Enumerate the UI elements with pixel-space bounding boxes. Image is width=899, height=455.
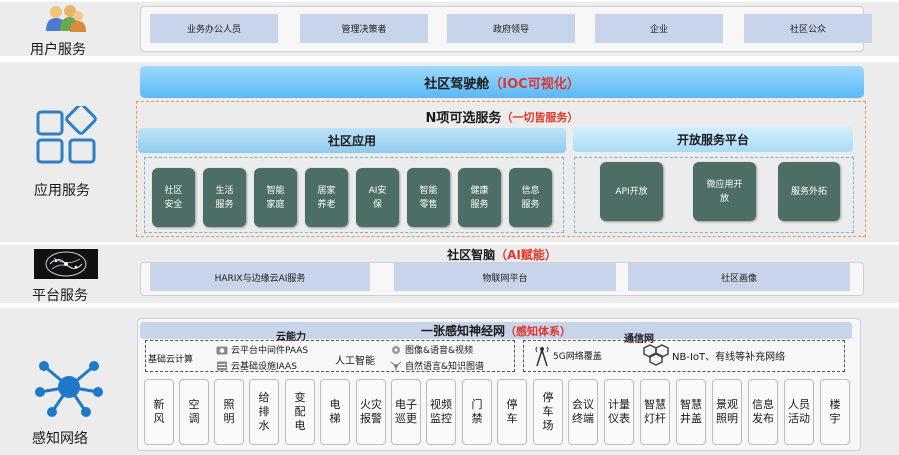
device-tile: 空调	[179, 379, 209, 445]
hexagon-network-icon	[643, 344, 669, 366]
community-app-tile: 健康服务	[458, 168, 501, 227]
device-tile: 景观照明	[712, 379, 742, 445]
brain-highlight: （AI赋能）	[495, 248, 557, 262]
brain-title: 社区智脑	[447, 248, 496, 262]
open-platform-frame	[574, 157, 854, 233]
open-service-tile: API开放	[600, 162, 663, 221]
comm-network-frame	[523, 340, 845, 372]
brain-service-1: HARIX与边缘云AI服务	[150, 263, 370, 291]
device-tile: 照明	[214, 379, 244, 445]
community-app-tile: 信息服务	[509, 168, 552, 227]
brain-heading: 社区智脑（AI赋能）	[140, 247, 864, 262]
paas-row: 云平台中间件PAAS	[216, 343, 308, 356]
nbiot-row: NB-IoT、有线等补充网络	[643, 344, 785, 366]
ioc-highlight: （IOC可视化）	[489, 76, 580, 92]
knowledge-graph-icon	[390, 361, 402, 371]
paas-label: 云平台中间件PAAS	[231, 346, 309, 356]
brain-service-3: 社区画像	[628, 263, 850, 291]
vision-row: 图像&语音&视频	[390, 343, 473, 356]
device-tile: 智慧井盖	[676, 379, 706, 445]
device-tile: 电梯	[320, 379, 350, 445]
n-services-highlight: （一切皆服务）	[501, 110, 579, 124]
cloud-ability-label: 云能力	[276, 332, 306, 343]
nbiot-label: NB-IoT、有线等补充网络	[672, 351, 786, 363]
open-platform-header: 开放服务平台	[573, 127, 853, 152]
iaas-label: 云基础设施IAAS	[231, 362, 297, 372]
device-tile: 楼宇	[820, 379, 850, 445]
community-app-tile: 社区安全	[152, 168, 195, 227]
fiveg-label: 5G网络覆盖	[553, 351, 602, 362]
user-role-3: 政府领导	[447, 14, 575, 43]
community-app-tile: 智能家庭	[254, 168, 297, 227]
device-tile: 停车场	[533, 379, 563, 445]
users-icon	[40, 4, 88, 32]
cloud-ability-frame	[145, 340, 515, 372]
device-tile: 电子巡更	[391, 379, 421, 445]
community-apps-header: 社区应用	[138, 128, 566, 153]
nerve-highlight: （感知体系）	[505, 324, 571, 338]
user-role-4: 企业	[595, 14, 723, 43]
n-services-title: N项可选服务	[425, 111, 502, 126]
comm-network-label: 通信网	[624, 334, 654, 345]
community-app-tile: AI安保	[356, 168, 399, 227]
device-tile: 计量仪表	[604, 379, 634, 445]
ioc-cockpit-bar: 社区驾驶舱（IOC可视化）	[140, 66, 864, 98]
network-nodes-icon	[32, 356, 106, 418]
device-tile: 人员活动	[784, 379, 814, 445]
open-service-tile: 微应用开放	[693, 162, 756, 221]
ai-label: 人工智能	[335, 356, 375, 367]
nerve-header-bar	[140, 322, 852, 339]
vision-label: 图像&语音&视频	[405, 346, 474, 356]
nerve-heading: 一张感知神经网（感知体系）	[140, 322, 852, 339]
image-audio-icon	[392, 345, 400, 354]
device-tile: 停车	[497, 379, 527, 445]
ai-brain-image	[34, 249, 98, 279]
device-tile: 火灾报警	[356, 379, 386, 445]
device-tile: 给排水	[249, 379, 279, 445]
nlp-label: 自然语言&知识图谱	[405, 362, 485, 372]
iaas-row: 云基础设施IAAS	[216, 359, 297, 372]
sensing-layer-label: 感知网络	[32, 431, 88, 447]
device-tile: 门禁	[462, 379, 492, 445]
platform-layer-label: 平台服务	[32, 288, 88, 304]
user-layer-label: 用户服务	[30, 42, 86, 58]
open-service-tile: 服务外拓	[778, 162, 840, 221]
user-role-2: 管理决策者	[300, 14, 428, 43]
device-tile: 信息发布	[748, 379, 778, 445]
fiveg-row: 5G网络覆盖	[534, 344, 602, 366]
n-services-heading: N项可选服务（一切皆服务）	[140, 108, 864, 127]
app-grid-icon	[36, 103, 104, 166]
community-apps-frame	[144, 157, 564, 233]
nlp-row: 自然语言&知识图谱	[390, 359, 484, 372]
community-app-tile: 智能零售	[407, 168, 450, 227]
device-tile: 视频监控	[426, 379, 456, 445]
n-services-frame	[136, 101, 866, 237]
user-role-5: 社区公众	[744, 14, 872, 43]
camera-icon	[216, 346, 228, 354]
cloud-compute-label: 基础云计算	[148, 355, 194, 365]
device-tile: 会议终端	[568, 379, 598, 445]
server-icon	[217, 361, 227, 370]
signal-tower-icon	[535, 346, 549, 366]
nerve-title: 一张感知神经网	[420, 324, 505, 338]
community-app-tile: 居家养老	[305, 168, 348, 227]
community-app-tile: 生活服务	[203, 168, 246, 227]
app-layer-label: 应用服务	[34, 183, 90, 199]
ioc-title: 社区驾驶舱	[424, 76, 490, 92]
device-tile: 变配电	[285, 379, 315, 445]
brain-service-2: 物联网平台	[394, 263, 616, 291]
device-tile: 新风	[144, 379, 174, 445]
user-role-1: 业务办公人员	[150, 14, 278, 43]
device-tile: 智慧灯杆	[640, 379, 670, 445]
